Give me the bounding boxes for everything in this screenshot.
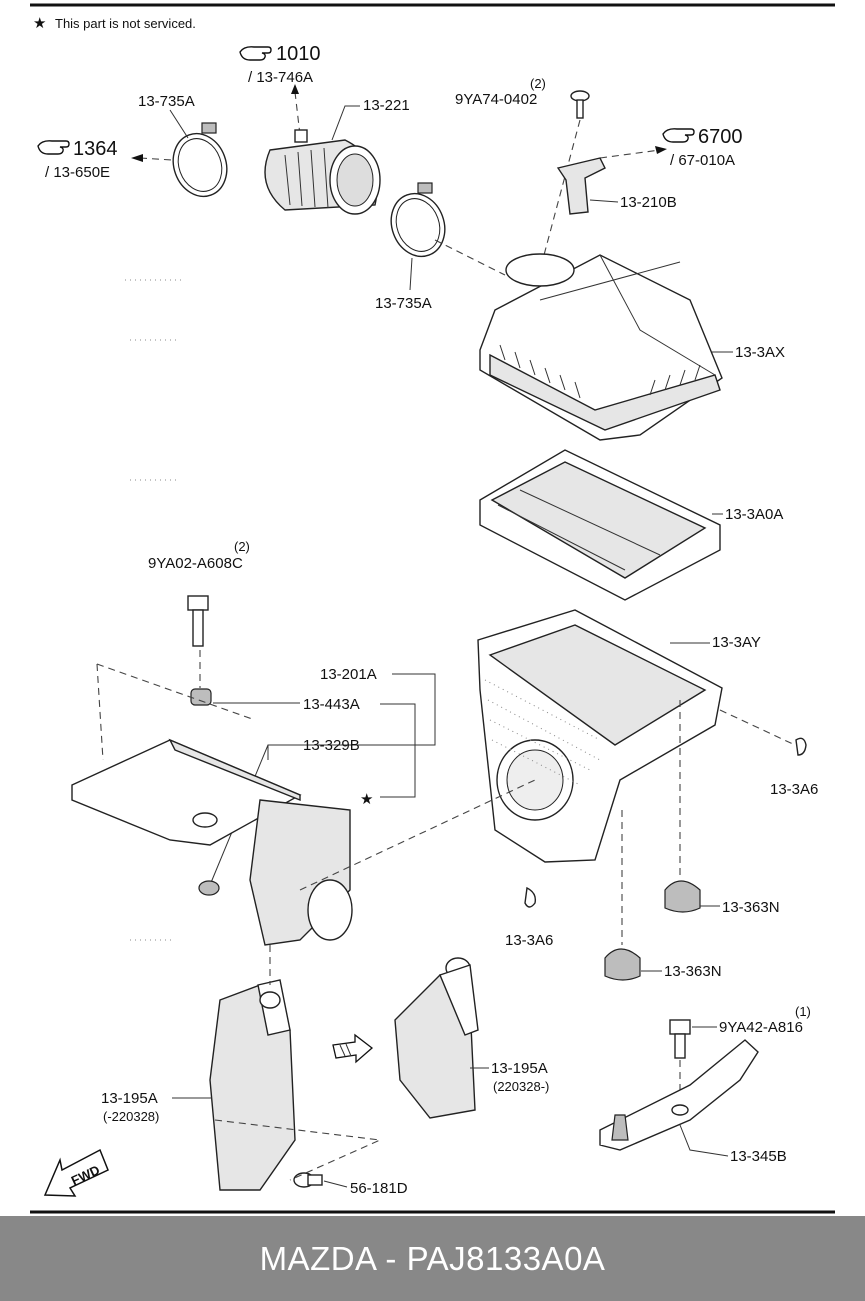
exploded-parts-diagram: ★ This part is not serviced. 1010 / 13-7… — [30, 3, 835, 1214]
label-screw: 56-181D — [350, 1180, 408, 1197]
mass-air-flow-sensor — [556, 157, 606, 215]
bolt-low — [669, 1019, 691, 1059]
label-clip-r: 13-3A6 — [770, 781, 818, 798]
air-cleaner-cover — [479, 253, 723, 441]
bolt-top — [570, 90, 590, 119]
air-cleaner-case — [477, 609, 723, 863]
clip-left — [524, 886, 537, 908]
resonator-body — [249, 799, 353, 946]
air-inlet-duct-a — [209, 979, 296, 1191]
air-inlet-duct-b — [394, 957, 479, 1119]
bolt-mid — [187, 595, 209, 647]
ref-6700-num: 6700 — [698, 126, 743, 148]
label-sensor: 13-210B — [620, 194, 677, 211]
resonator-bracket — [71, 738, 302, 846]
hand-pointer-icon-1010 — [239, 46, 272, 61]
label-case: 13-3AY — [712, 634, 761, 651]
screw-fastener — [293, 1172, 323, 1188]
label-bracket: 13-329B — [303, 737, 360, 754]
clip-right — [795, 737, 807, 756]
hand-pointer-icon-1364 — [37, 140, 70, 155]
label-mount-a: 13-363N — [722, 899, 780, 916]
notice-star: ★ — [33, 15, 46, 32]
label-inlet-b-date: (220328-) — [493, 1079, 549, 1094]
ref-1010-sub: / 13-746A — [248, 69, 313, 86]
rubber-mount-b — [604, 948, 641, 981]
ref-1010-num: 1010 — [276, 43, 321, 65]
rubber-mount-a — [664, 880, 701, 913]
label-bolt-mid: 9YA02-A608C — [148, 555, 243, 572]
label-inlet-a: 13-195A — [101, 1090, 158, 1107]
air-filter-element — [479, 449, 721, 601]
label-clamp-b: 13-735A — [375, 295, 432, 312]
label-bolt-low: 9YA42-A816 — [719, 1019, 803, 1036]
hose-clamp-b — [390, 182, 446, 258]
label-mount-b: 13-363N — [664, 963, 722, 980]
label-bolt-top: 9YA74-0402 — [455, 91, 537, 108]
label-bolt-mid-qty: (2) — [234, 539, 250, 554]
air-duct — [264, 129, 381, 215]
hand-pointer-icon-6700 — [662, 128, 695, 143]
label-clamp-a: 13-735A — [138, 93, 195, 110]
hose-clamp-a — [172, 122, 228, 198]
label-clip-l: 13-3A6 — [505, 932, 553, 949]
label-grommet: 13-443A — [303, 696, 360, 713]
label-bolt-top-qty: (2) — [530, 76, 546, 91]
ref-1364-sub: / 13-650E — [45, 164, 110, 181]
grommet — [190, 688, 212, 706]
grommet-lower — [198, 880, 220, 896]
label-cover: 13-3AX — [735, 344, 785, 361]
label-duct: 13-221 — [363, 97, 410, 114]
ref-6700-sub: / 67-010A — [670, 152, 735, 169]
label-bolt-low-qty: (1) — [795, 1004, 811, 1019]
label-inlet-b: 13-195A — [491, 1060, 548, 1077]
footer-bar: MAZDA - PAJ8133A0A — [0, 1216, 865, 1301]
unserviced-star-marker: ★ — [360, 791, 373, 808]
fwd-direction-arrow-icon — [43, 1148, 109, 1197]
footer-part-number: MAZDA - PAJ8133A0A — [259, 1239, 606, 1277]
label-bracket-low: 13-345B — [730, 1148, 787, 1165]
forward-hollow-arrow-icon — [332, 1033, 374, 1064]
mounting-bracket-low — [599, 1039, 759, 1151]
label-inlet-a-date: (-220328) — [103, 1109, 159, 1124]
label-resonator: 13-201A — [320, 666, 377, 683]
notice-text: This part is not serviced. — [55, 16, 196, 31]
ref-1364-num: 1364 — [73, 138, 118, 160]
label-element: 13-3A0A — [725, 506, 783, 523]
